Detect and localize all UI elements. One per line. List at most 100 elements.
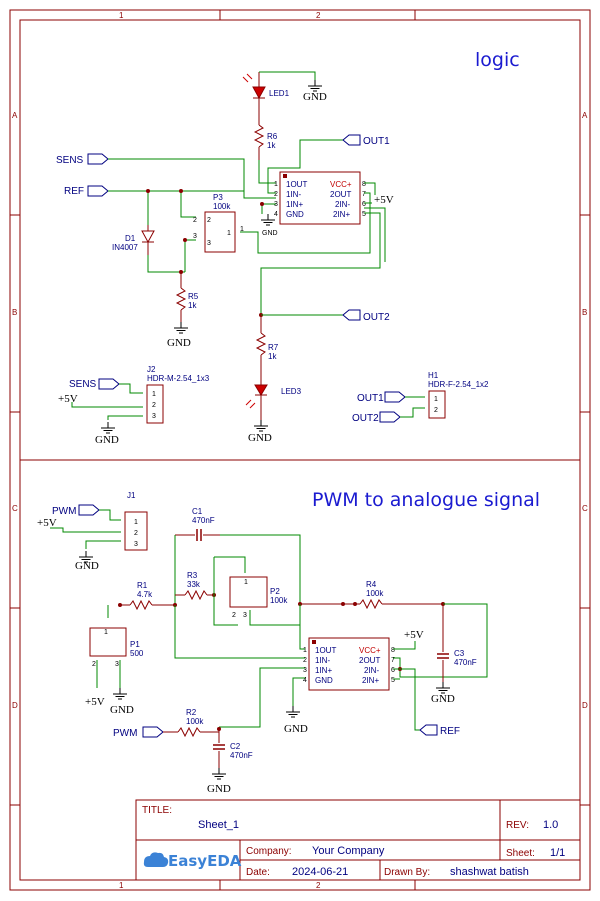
r2-name: R2 [186,708,197,717]
pwm-text-r2: PWM [113,728,137,739]
out1-text-h1: OUT1 [357,393,384,404]
r7-name: R7 [268,343,279,352]
j1-pin-2: 2 [134,530,138,537]
j2-pin-1: 1 [152,391,156,398]
netlabel-out1-h1: OUT1 [357,391,406,404]
netlabel-pwm-j1: PWM [52,504,100,517]
diode-d1[interactable]: D1 IN4007 [112,225,155,255]
capacitor-c1[interactable]: C1 470nF [175,507,220,541]
u2-num-7: 7 [391,657,395,664]
capacitor-c3[interactable]: C3 470nF [437,604,477,682]
j1-pin-3: 3 [134,541,138,548]
d1-value: IN4007 [112,243,138,252]
potentiometer-p3[interactable]: P3 100k 2 1 3 2 3 1 [193,193,244,253]
netlabel-ref-logic: REF [64,185,109,197]
tb-title-label: TITLE: [142,805,172,816]
section-title-logic: logic [475,49,520,71]
h1-pin-2: 2 [434,407,438,414]
grid-row-d-left: D [12,701,18,710]
p3-pin-3: 3 [207,240,211,247]
out2-text-h1: OUT2 [352,413,379,424]
j1-pin-1: 1 [134,519,138,526]
grid-col-2-top: 2 [316,11,321,20]
potentiometer-p1[interactable]: P1 500 1 2 3 [89,627,144,668]
u1-pin-2in-plus: 2IN+ [333,210,350,219]
gnd-label-u2: GND [284,723,308,735]
gnd-symbol-u2 [285,705,301,718]
resistor-r5[interactable]: R5 1k [175,272,199,322]
tb-rev-value: 1.0 [543,819,558,831]
gnd-label-c2: GND [207,783,231,795]
opamp-u1[interactable]: 1OUT 1IN- 1IN+ GND VCC+ 2OUT 2IN- 2IN+ 1… [274,171,366,225]
resistor-r2[interactable]: R2 100k [163,708,219,738]
j2-value: HDR-M-2.54_1x3 [147,374,210,383]
grid-row-d-right: D [582,701,588,710]
u1-num-7: 7 [362,191,366,198]
c1-name: C1 [192,507,203,516]
resistor-r3[interactable]: R3 33k [175,571,214,601]
led1[interactable]: LED1 [242,72,290,110]
tb-drawn-label: Drawn By: [384,867,430,878]
netlabel-sens-logic: SENS [56,153,109,166]
grid-labels: 1 2 1 2 A B C D A B C D [12,11,588,890]
gnd-label-led3: GND [248,432,272,444]
r5-value: 1k [188,301,197,310]
h1-name: H1 [428,371,439,380]
j1-name: J1 [127,491,136,500]
gnd-symbol-r5 [173,321,189,334]
gnd-symbol-j2 [100,421,116,434]
c3-value: 470nF [454,658,477,667]
netlabel-ref-pwm: REF [419,724,460,737]
ref-text-pwm: REF [440,726,460,737]
p3-pin-1: 1 [227,230,231,237]
r6-value: 1k [267,141,276,150]
p3-pinnum-2: 2 [193,217,197,224]
c3-name: C3 [454,649,465,658]
u1-pin-1in-minus: 1IN- [286,190,301,199]
p2-value: 100k [270,596,288,605]
netlabel-sens-j2: SENS [69,378,120,390]
resistor-r6[interactable]: R6 1k [253,110,278,160]
netlabel-out2-h1: OUT2 [352,411,401,424]
out2-text: OUT2 [363,312,390,323]
d1-name: D1 [125,234,136,243]
resistor-r7[interactable]: R7 1k [255,315,279,385]
u2-pin-2out: 2OUT [359,656,380,665]
potentiometer-p2[interactable]: P2 100k 1 2 3 [229,576,288,619]
grid-row-a-right: A [582,111,588,120]
gnd-label-led1: GND [303,91,327,103]
u1-num-1: 1 [274,181,278,188]
u2-num-5: 5 [391,677,395,684]
gnd-symbol-led3 [253,419,269,432]
resistor-r1[interactable]: R1 4.7k [120,581,175,611]
p1-name: P1 [130,640,140,649]
vcc-label-p1: +5V [85,696,105,708]
c2-name: C2 [230,742,241,751]
vcc-label-j2: +5V [58,393,78,405]
vcc-label-u1: +5V [374,194,394,206]
u2-pin-1in-minus: 1IN- [315,656,330,665]
gnd-label-u1: GND [262,230,278,237]
gnd-label-j2: GND [95,434,119,446]
u2-pin-1out: 1OUT [315,646,336,655]
tb-rev-label: REV: [506,820,529,831]
c1-value: 470nF [192,516,215,525]
resistor-r4[interactable]: R4 100k [300,580,443,610]
u2-pin-2in-plus: 2IN+ [362,676,379,685]
tb-title-value: Sheet_1 [198,819,239,831]
opamp-u2[interactable]: 1OUT 1IN- 1IN+ GND VCC+ 2OUT 2IN- 2IN+ 1… [303,637,395,691]
gnd-symbol-c3 [435,681,451,694]
led3[interactable]: LED3 [245,384,302,420]
sens-text-logic: SENS [56,155,84,166]
gnd-label-c3: GND [431,693,455,705]
header-j2[interactable]: J2 HDR-M-2.54_1x3 1 2 3 [146,365,210,424]
header-h1[interactable]: H1 HDR-F-2.54_1x2 1 2 [428,371,489,419]
p3-value: 100k [213,202,231,211]
netlabel-pwm-r2: PWM [113,726,164,739]
j2-pin-2: 2 [152,402,156,409]
r5-name: R5 [188,292,199,301]
grid-row-c-left: C [12,504,18,513]
header-j1[interactable]: J1 1 2 3 [124,491,148,551]
capacitor-c2[interactable]: C2 470nF [213,729,253,768]
